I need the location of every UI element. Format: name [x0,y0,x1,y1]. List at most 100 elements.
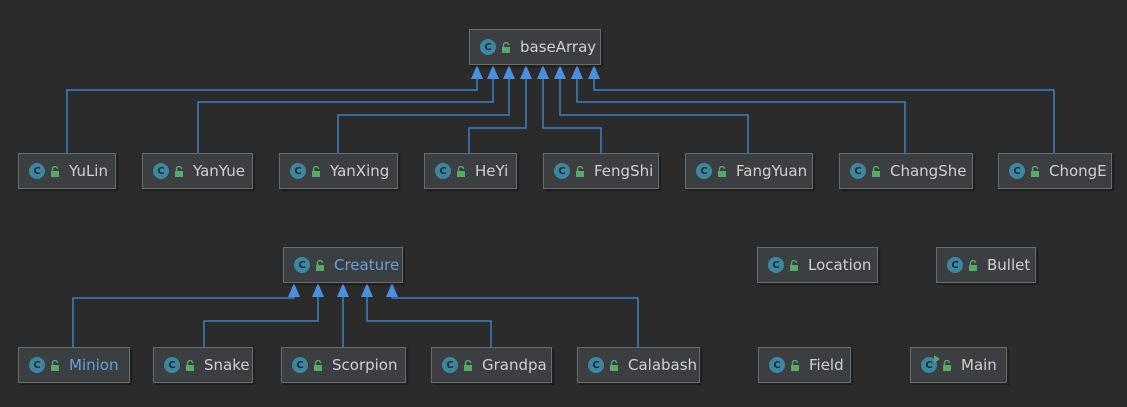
lock-icon [576,165,584,177]
inheritance-arrowhead [288,283,300,297]
inheritance-arrowhead [487,65,499,79]
lock-icon [791,359,799,371]
class-name: FangYuan [736,162,808,180]
lock-icon [610,359,618,371]
class-node-main[interactable]: C Main [910,347,1007,383]
class-icon: C [292,357,308,373]
class-node-snake[interactable]: C Snake [153,347,253,383]
class-icon: C [294,257,310,273]
class-name: Grandpa [482,356,547,374]
class-name: ChongE [1049,162,1107,180]
class-name: ChangShe [890,162,967,180]
class-node-heyi[interactable]: C HeYi [424,153,517,189]
lock-icon [312,165,320,177]
class-icon: C [290,163,306,179]
inheritance-arrowhead [386,283,398,297]
class-node-chonge[interactable]: C ChongE [998,153,1112,189]
class-icon: C [850,163,866,179]
edge-snake-to-creature [203,297,319,347]
class-name: Main [961,356,997,374]
class-name: YanYue [193,162,245,180]
lock-icon [502,41,510,53]
edge-yanyue-to-basearray [197,79,494,153]
inheritance-arrowhead [503,65,515,79]
class-name: Minion [69,356,119,374]
class-name: HeYi [475,162,509,180]
class-node-scorpion[interactable]: C Scorpion [281,347,406,383]
lock-icon [51,359,59,371]
class-icon: C [554,163,570,179]
lock-icon [457,165,465,177]
class-node-calabash[interactable]: C Calabash [577,347,700,383]
lock-icon [464,359,472,371]
class-name: baseArray [520,38,597,56]
class-node-basearray[interactable]: C baseArray [469,29,601,65]
class-name: Location [808,256,872,274]
lock-icon [175,165,183,177]
class-icon: C [442,357,458,373]
class-name: YanXing [330,162,390,180]
class-node-fengshi[interactable]: C FengShi [543,153,659,189]
class-icon: C [769,357,785,373]
main-class-icon: C [921,355,940,373]
inheritance-arrowhead [554,65,566,79]
edge-fangyuan-to-basearray [559,79,749,153]
lock-icon [51,165,59,177]
edge-yulin-to-basearray [66,79,478,153]
class-icon: C [480,39,496,55]
lock-icon [1031,165,1039,177]
class-name: Scorpion [332,356,398,374]
class-node-yanxing[interactable]: C YanXing [279,153,398,189]
class-node-yanyue[interactable]: C YanYue [142,153,253,189]
class-node-minion[interactable]: C Minion [18,347,130,383]
edge-calabash-to-creature [391,297,639,347]
class-node-fangyuan[interactable]: C FangYuan [685,153,813,189]
class-name: Bullet [987,256,1031,274]
class-icon: C [768,257,784,273]
inheritance-arrowhead [537,65,549,79]
class-icon: C [588,357,604,373]
class-node-grandpa[interactable]: C Grandpa [431,347,552,383]
inheritance-arrowhead [361,283,373,297]
lock-icon [314,359,322,371]
inheritance-arrowhead [588,65,600,79]
edge-fengshi-to-basearray [542,79,602,153]
class-node-field[interactable]: C Field [758,347,851,383]
edge-grandpa-to-creature [366,297,492,347]
class-name: YuLin [69,162,108,180]
class-icon: C [29,357,45,373]
edge-minion-to-creature [72,297,295,347]
class-name: Creature [334,256,400,274]
class-icon: C [696,163,712,179]
inheritance-arrowhead [312,283,324,297]
class-icon: C [164,357,180,373]
inheritance-arrowhead [471,65,483,79]
edge-chonge-to-basearray [593,79,1055,153]
class-node-yulin[interactable]: C YuLin [18,153,116,189]
lock-icon [943,359,951,371]
class-name: Calabash [628,356,698,374]
class-node-changshe[interactable]: C ChangShe [839,153,973,189]
class-node-bullet[interactable]: C Bullet [936,247,1036,283]
edge-changshe-to-basearray [576,79,906,153]
edge-heyi-to-basearray [468,79,527,153]
class-name: Field [809,356,844,374]
inheritance-arrowhead [571,65,583,79]
lock-icon [969,259,977,271]
class-name: Snake [204,356,250,374]
class-node-location[interactable]: C Location [757,247,878,283]
class-icon: C [153,163,169,179]
lock-icon [790,259,798,271]
class-name: FengShi [594,162,654,180]
lock-icon [872,165,880,177]
lock-icon [718,165,726,177]
class-icon: C [947,257,963,273]
edge-yanxing-to-basearray [337,79,510,153]
class-icon: C [1009,163,1025,179]
lock-icon [316,259,324,271]
inheritance-arrowhead [520,65,532,79]
class-node-creature[interactable]: C Creature [283,247,403,283]
lock-icon [186,359,194,371]
